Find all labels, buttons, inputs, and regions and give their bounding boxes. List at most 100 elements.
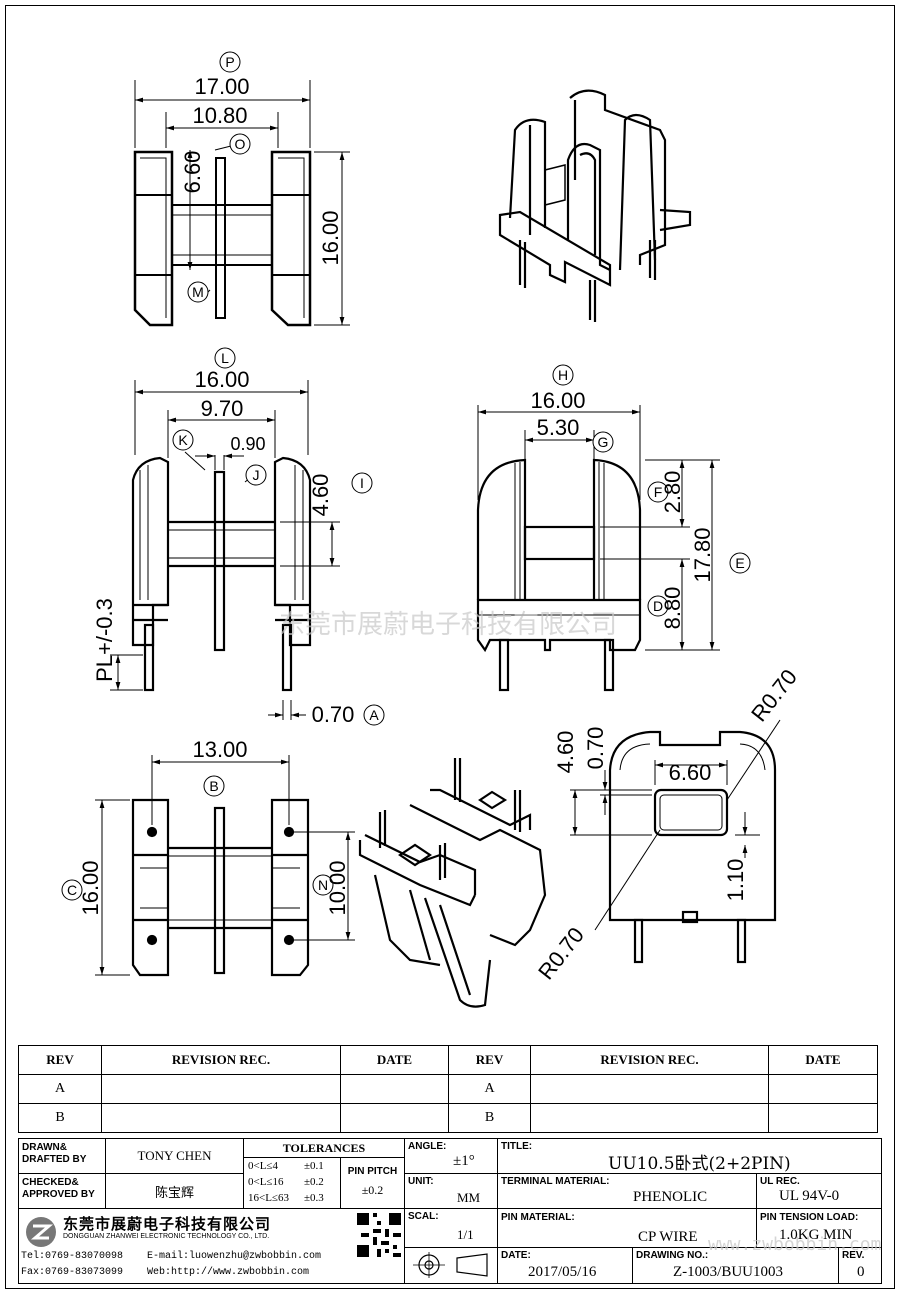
- rev-rec-header-2: REVISION REC.: [530, 1045, 769, 1075]
- watermark-url: www.zwbobbin.com: [708, 1234, 882, 1255]
- angle-label: ANGLE:: [408, 1141, 447, 1152]
- ul-cell: UL REC. UL 94V-0: [756, 1173, 882, 1209]
- company-name-en: DONGGUAN ZHANWEI ELECTRONIC TECHNOLOGY C…: [63, 1233, 270, 1240]
- tolerance-ranges: 0<L≤4 ±0.1 0<L≤16 ±0.2 16<L≤63 ±0.3: [243, 1157, 341, 1209]
- dim-side-flange: 0.90: [230, 434, 265, 454]
- company-email: E-mail:luowenzhu@zwbobbin.com: [147, 1251, 322, 1262]
- drawing-no-value: Z-1003/BUU1003: [673, 1264, 783, 1280]
- bubble-g-label: G: [598, 434, 609, 450]
- rev-row-b-1: B: [18, 1103, 102, 1133]
- dim-sec-w: 6.60: [669, 760, 712, 785]
- bubble-l: [214, 347, 236, 369]
- watermark-text: 东莞市展蔚电子科技有限公司: [279, 610, 617, 640]
- bubble-m: [187, 281, 209, 303]
- company-logo-icon: [26, 1217, 56, 1247]
- bubble-p-label: P: [225, 54, 234, 70]
- bubble-e: [729, 552, 751, 574]
- dim-side-pin-dia: 0.70: [312, 702, 355, 727]
- bubble-d: [647, 595, 669, 617]
- front-view: [476, 458, 642, 692]
- dim-sec-b: 1.10: [723, 859, 748, 902]
- tolerances-label: TOLERANCES: [243, 1138, 405, 1158]
- ul-label: UL REC.: [760, 1176, 800, 1187]
- scale-value: 1/1: [457, 1227, 474, 1242]
- drawn-label: DRAWN& DRAFTED BY: [22, 1142, 87, 1165]
- pin-material-value: CP WIRE: [638, 1229, 698, 1245]
- rev-rec-cell: [101, 1103, 341, 1133]
- bubble-h: [552, 364, 574, 386]
- terminal-cell: TERMINAL MATERIAL: PHENOLIC: [497, 1173, 757, 1209]
- company-name-cn: 东莞市展蔚电子科技有限公司: [63, 1215, 272, 1233]
- unit-value: MM: [457, 1190, 481, 1205]
- bubble-f-label: F: [654, 484, 663, 500]
- ul-value: UL 94V-0: [779, 1188, 840, 1204]
- drawn-label-cell: DRAWN& DRAFTED BY: [18, 1138, 106, 1174]
- rev-row-b-2: B: [448, 1103, 531, 1133]
- bubble-p: [219, 51, 241, 73]
- projection-cell: [404, 1247, 498, 1284]
- dim-sec-r2: R0.70: [533, 923, 589, 985]
- date-value: 2017/05/16: [528, 1264, 597, 1280]
- tol-range-1: 0<L≤4: [248, 1160, 278, 1172]
- drawn-by: TONY CHEN: [105, 1138, 244, 1174]
- tol-value-1: ±0.1: [304, 1160, 324, 1172]
- section-view: [608, 730, 777, 964]
- bubble-i-label: I: [360, 475, 364, 491]
- rev-rec-cell: [530, 1074, 769, 1104]
- checked-label-cell: CHECKED& APPROVED BY: [18, 1173, 106, 1209]
- rev-row-a-1: A: [18, 1074, 102, 1104]
- bubble-k: [172, 429, 194, 451]
- dim-top-inner: 10.80: [192, 103, 247, 128]
- bubble-j-label: J: [253, 467, 260, 483]
- drawing-frame: [5, 5, 895, 1289]
- date-header-2: DATE: [768, 1045, 878, 1075]
- revision-table: REV REVISION REC. DATE REV REVISION REC.…: [18, 1045, 878, 1133]
- title-cell: TITLE: UU10.5卧式(2+2PIN): [497, 1138, 882, 1174]
- bubble-d-label: D: [653, 598, 663, 614]
- bubble-h-label: H: [558, 367, 568, 383]
- pin-pitch-cell: PIN PITCH ±0.2: [340, 1157, 405, 1209]
- tension-label: PIN TENSION LOAD:: [760, 1212, 859, 1223]
- tol-range-3: 16<L≤63: [248, 1192, 289, 1204]
- bottom-view: [131, 798, 310, 977]
- iso-view-top: [498, 89, 692, 322]
- pin-pitch-label: PIN PITCH: [347, 1166, 398, 1177]
- bubble-f: [647, 481, 669, 503]
- dim-top-height: 16.00: [318, 210, 343, 265]
- top-view: [133, 150, 312, 327]
- date-header-1: DATE: [340, 1045, 449, 1075]
- bubble-e-label: E: [735, 555, 744, 571]
- dim-sec-h1: 4.60: [553, 731, 578, 774]
- date-cell: [768, 1074, 878, 1104]
- part-title: UU10.5卧式(2+2PIN): [608, 1154, 791, 1174]
- dim-front-height: 17.80: [690, 527, 715, 582]
- bubble-o: [229, 133, 251, 155]
- bubble-n: [312, 874, 334, 896]
- rev-rec-cell: [530, 1103, 769, 1133]
- company-tel: Tel:0769-83070098: [21, 1251, 124, 1262]
- rev-rec-cell: [101, 1074, 341, 1104]
- tol-value-2: ±0.2: [304, 1176, 324, 1188]
- dim-front-window: 5.30: [537, 415, 580, 440]
- date-cell: [340, 1074, 449, 1104]
- dim-sec-r1: R0.70: [746, 665, 802, 727]
- qr-code-icon: [357, 1213, 401, 1257]
- date-label: DATE:: [501, 1250, 531, 1261]
- bubble-b: [203, 775, 225, 797]
- rev-header-1: REV: [18, 1045, 102, 1075]
- bubble-i: [351, 472, 373, 494]
- title-block: DRAWN& DRAFTED BY TONY CHEN CHECKED& APP…: [18, 1138, 882, 1284]
- company-fax: Fax:0769-83073099: [21, 1267, 124, 1278]
- date-cell: [340, 1103, 449, 1133]
- date-info-cell: DATE: 2017/05/16: [497, 1247, 633, 1284]
- technical-drawing: P O M L K J I A H G F E D B C N 17.00 10…: [61, 51, 802, 1008]
- bubble-m-label: M: [192, 284, 204, 300]
- rev-header-2: REV: [448, 1045, 531, 1075]
- angle-cell: ANGLE: ±1°: [404, 1138, 498, 1174]
- rev-row-a-2: A: [448, 1074, 531, 1104]
- pin-material-label: PIN MATERIAL:: [501, 1212, 575, 1223]
- dim-front-bottom: 8.80: [660, 587, 685, 630]
- bubble-g: [592, 431, 614, 453]
- drawing-no-label: DRAWING NO.:: [636, 1250, 709, 1261]
- company-web: Web:http://www.zwbobbin.com: [147, 1267, 310, 1278]
